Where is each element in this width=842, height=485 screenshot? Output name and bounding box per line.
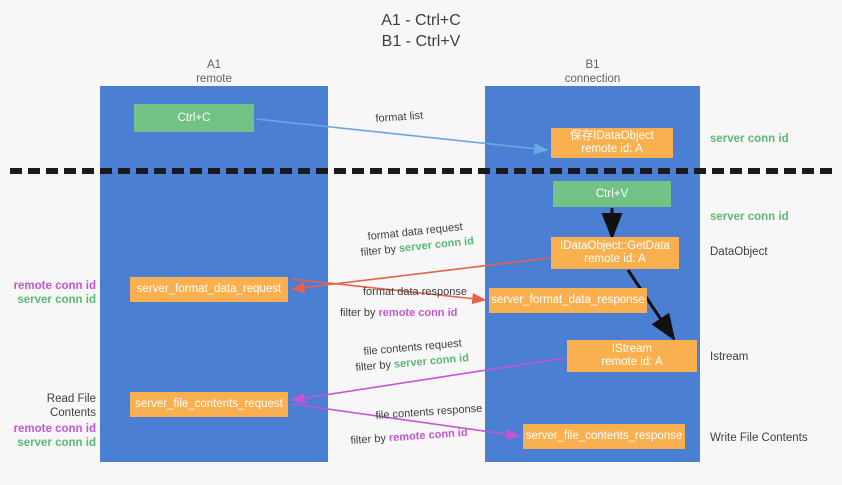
label-remote-conn-id-1: remote conn id — [13, 280, 96, 292]
box-save-idataobject[interactable]: 保存IDataObject remote id: A — [551, 128, 673, 158]
label-write-file-contents: Write File Contents — [710, 432, 808, 444]
arrow-getdata-to-istream — [626, 269, 676, 341]
arrow-file-contents-request — [290, 357, 566, 404]
lane-header-b1: B1 connection — [564, 59, 621, 85]
filter-value-remote-conn-id-1: remote conn id — [378, 307, 458, 319]
label-server-conn-id-3: server conn id — [17, 437, 96, 449]
label-read-file-contents-group: Read File Contents remote conn id server… — [0, 392, 96, 450]
lane-header-a1: A1 remote — [196, 59, 232, 85]
box-ctrl-c[interactable]: Ctrl+C — [134, 104, 254, 132]
label-server-conn-id-mid: server conn id — [710, 211, 789, 223]
box-server-format-data-response[interactable]: server_format_data_response — [489, 288, 647, 313]
arrow-file-contents-response — [291, 403, 521, 440]
annotation-format-data-response-filter: filter by remote conn id — [340, 306, 457, 321]
label-server-conn-id-top: server conn id — [710, 133, 789, 145]
filter-prefix-1: filter by — [360, 242, 400, 259]
box-server-format-data-request[interactable]: server_format_data_request — [130, 277, 288, 302]
filter-prefix-3: filter by — [355, 358, 395, 374]
box-istream[interactable]: IStream remote id: A — [567, 340, 697, 372]
box-server-file-contents-response[interactable]: server_file_contents_response — [523, 424, 685, 449]
label-conn-ids-format: remote conn id server conn id — [0, 279, 96, 307]
arrow-format-list — [255, 118, 549, 155]
arrow-format-data-response — [291, 278, 487, 305]
annotation-format-data-response: format data response — [363, 286, 467, 298]
box-idataobject-getdata[interactable]: IDataObject::GetData remote id: A — [551, 237, 679, 269]
label-read-file-contents: Read File Contents — [46, 393, 96, 419]
page-title: A1 - Ctrl+C B1 - Ctrl+V — [381, 12, 461, 50]
label-istream: Istream — [710, 351, 749, 363]
box-server-file-contents-request[interactable]: server_file_contents_request — [130, 392, 288, 417]
filter-prefix-4: filter by — [350, 432, 390, 447]
filter-prefix-2: filter by — [340, 307, 379, 319]
label-server-conn-id-1: server conn id — [17, 294, 96, 306]
label-remote-conn-id-2: remote conn id — [13, 423, 96, 435]
label-dataobject: DataObject — [710, 246, 768, 258]
box-ctrl-v[interactable]: Ctrl+V — [553, 181, 671, 207]
divider-dashed-line — [10, 168, 832, 174]
